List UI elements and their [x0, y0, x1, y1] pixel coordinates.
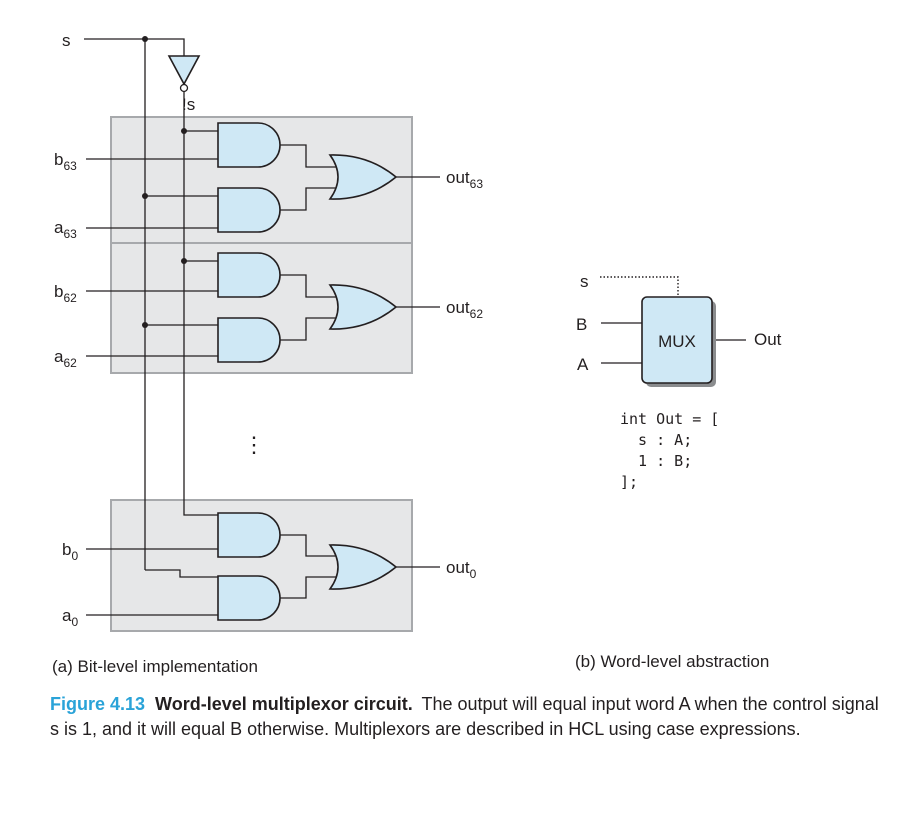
- input-label-a63: a63: [54, 218, 77, 241]
- input-label-b62: b62: [54, 282, 77, 305]
- and-to-or-wire: [280, 534, 336, 557]
- figure-title: Word-level multiplexor circuit.: [155, 694, 413, 714]
- figure-text: The output will equal input word A when …: [50, 694, 879, 739]
- and-to-or-wire: [280, 576, 336, 599]
- junction-dot: [181, 258, 187, 264]
- part-b-caption: (b) Word-level abstraction: [575, 652, 769, 671]
- mux-label: MUX: [658, 332, 696, 351]
- hcl-code-line: s : A;: [620, 431, 692, 449]
- multiplexor-diagram: s !s: [52, 31, 782, 676]
- s-tap-0: [145, 569, 218, 578]
- input-label-a62: a62: [54, 347, 77, 370]
- hcl-code-line: 1 : B;: [620, 452, 692, 470]
- inverter-bubble: [179, 83, 189, 93]
- and-gate-63-top: [217, 122, 281, 168]
- and-to-or-wire: [280, 274, 336, 298]
- mux-out-label: Out: [754, 330, 782, 349]
- bit-slice-0: [86, 501, 440, 621]
- junction-dot: [181, 128, 187, 134]
- output-label-out0: out0: [446, 558, 477, 581]
- and-to-or-wire: [280, 144, 336, 168]
- and-gate-62-top: [217, 252, 281, 298]
- figure-number: Figure 4.13: [50, 694, 146, 714]
- junction-dot: [142, 193, 148, 199]
- bit-slice-62: [86, 252, 440, 363]
- and-gate-0-top: [217, 512, 281, 558]
- ellipsis: ⋮: [243, 432, 265, 457]
- mux-box: [641, 296, 713, 384]
- hcl-code-line: ];: [620, 473, 638, 491]
- s-signal-label: s: [62, 31, 71, 50]
- input-label-b0: b0: [62, 540, 78, 563]
- bit-level-implementation: s !s: [52, 31, 483, 676]
- mux-s-label: s: [580, 272, 589, 291]
- input-label-b63: b63: [54, 150, 77, 173]
- bit-slice-63: [86, 122, 440, 233]
- mux-b-label: B: [576, 315, 587, 334]
- s-input-wire: [84, 38, 185, 56]
- part-a-caption: (a) Bit-level implementation: [52, 657, 258, 676]
- and-gate-62-bottom: [217, 317, 281, 363]
- hcl-code-line: int Out = [: [620, 410, 719, 428]
- inverter-gate: [167, 55, 201, 86]
- output-label-out63: out63: [446, 168, 483, 191]
- input-label-a0: a0: [62, 606, 78, 629]
- figure-caption: Figure 4.13 Word-level multiplexor circui…: [50, 692, 890, 742]
- and-to-or-wire: [280, 317, 336, 341]
- not-s-tap-0: [183, 501, 218, 516]
- not-s-label: !s: [182, 95, 195, 114]
- output-label-out62: out62: [446, 298, 483, 321]
- and-gate-63-bottom: [217, 187, 281, 233]
- and-gate-0-bottom: [217, 575, 281, 621]
- and-to-or-wire: [280, 187, 336, 211]
- word-level-abstraction: s B A MUX Out int Out = [ s : A; 1 : B; …: [575, 272, 782, 671]
- mux-select-dotted-wire: [600, 276, 679, 297]
- mux-a-label: A: [577, 355, 589, 374]
- junction-dot: [142, 322, 148, 328]
